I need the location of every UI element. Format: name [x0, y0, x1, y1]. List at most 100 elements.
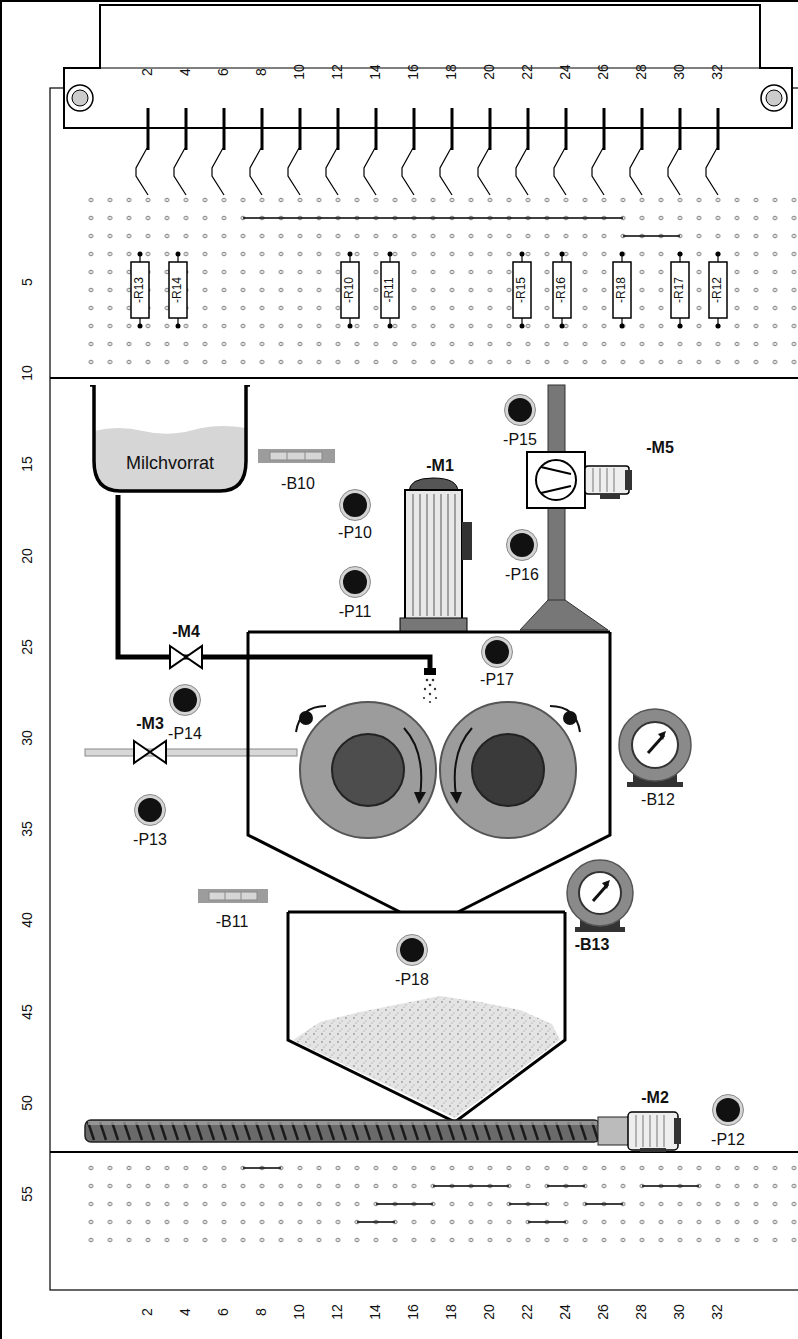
indicator-lamp [713, 1095, 744, 1126]
jumper-wire [243, 218, 699, 1222]
resistor-label: -R10 [343, 277, 356, 303]
pin-number: 4 [178, 1308, 193, 1316]
pin-number: 10 [292, 64, 307, 80]
header-pins [136, 108, 718, 195]
pin-number: 8 [254, 1308, 269, 1316]
lamp-label: -P17 [480, 671, 514, 689]
motor-symbol [462, 522, 472, 560]
roller [455, 728, 472, 796]
motor-symbol [454, 494, 456, 616]
screw-conveyor [628, 1112, 678, 1150]
pin-number: 32 [710, 1304, 725, 1320]
actuator-label: -M1 [426, 457, 454, 475]
fan-symbol [614, 468, 615, 492]
powder-bin [288, 912, 565, 1122]
sensor-bar [225, 892, 226, 900]
header-pins [592, 108, 604, 195]
pin-number: 22 [520, 1304, 535, 1320]
screw-conveyor [85, 1112, 681, 1152]
resistor-label: -R12 [711, 277, 724, 303]
pin-number: 24 [558, 64, 573, 80]
fan-symbol [536, 460, 576, 500]
fan-symbol [607, 468, 608, 492]
lamp-label: -P14 [168, 725, 202, 743]
pressure-gauge [579, 872, 621, 914]
board-frame [0, 0, 798, 2]
motor-symbol [400, 618, 467, 632]
pin-number: 6 [216, 68, 231, 76]
pin-number: 30 [672, 64, 687, 80]
fan-symbol [585, 466, 629, 494]
pin-number: 2 [140, 68, 155, 76]
tank-wall [90, 385, 250, 491]
sensor-bar [305, 452, 306, 460]
tank-label: Milchvorrat [88, 453, 252, 474]
screw-conveyor [674, 1118, 681, 1144]
row-number: 55 [20, 1186, 35, 1202]
pressure-gauge [602, 880, 610, 889]
resistor-symbol [131, 252, 727, 329]
jumper-wire [623, 235, 680, 237]
jumper-wire [642, 1185, 699, 1187]
sensor-bar [270, 452, 322, 460]
roller [299, 711, 313, 725]
fan-symbol [593, 468, 594, 492]
indicator-lamp [482, 637, 513, 668]
jumper-wire [376, 1203, 433, 1205]
board-frame [50, 377, 798, 379]
jumper-wire [433, 1185, 509, 1187]
connector-header [67, 85, 93, 111]
actuator-label: -M2 [641, 1089, 669, 1107]
header-pins [174, 108, 186, 195]
pin-number: 24 [558, 1304, 573, 1320]
sensor-label: -B10 [281, 475, 315, 493]
indicator-lamp [507, 530, 538, 561]
jumper-wire [243, 217, 623, 219]
sensor-bar [287, 452, 288, 460]
resistor-label: -R16 [555, 277, 568, 303]
steam-pipe [85, 749, 297, 756]
motor-symbol [433, 494, 435, 616]
pressure-gauge [619, 709, 691, 781]
lamp-label: -P16 [505, 566, 539, 584]
powder-bin [288, 911, 565, 914]
board-frame [50, 1151, 798, 1153]
row-number: 20 [20, 548, 35, 564]
screw-conveyor [640, 1148, 666, 1152]
connector-header [100, 68, 760, 69]
steam-pipe [85, 749, 297, 756]
pin-number: 28 [634, 1304, 649, 1320]
milk-pipe [423, 679, 437, 703]
pin-number: 26 [596, 1304, 611, 1320]
milk-pipe [118, 495, 437, 703]
milk-pipe [435, 697, 437, 699]
indicator-lamp [505, 395, 536, 426]
row-number: 15 [20, 457, 35, 473]
roller [440, 702, 576, 838]
resistor-symbol [709, 252, 727, 329]
indicator-lamp [340, 567, 371, 598]
fan-symbol [600, 468, 601, 492]
fan-symbol [625, 470, 632, 490]
valve-symbol [134, 646, 202, 763]
milk-pipe [118, 495, 430, 672]
roller [550, 706, 580, 732]
screw-conveyor [664, 1115, 665, 1147]
screw-conveyor [657, 1115, 658, 1147]
pin-number: 4 [178, 68, 193, 76]
jumper-wire [509, 1203, 547, 1205]
sensor-bar [198, 449, 335, 903]
pin-number: 20 [482, 1304, 497, 1320]
indicator-lamp [340, 490, 371, 521]
hopper [248, 631, 610, 634]
tank-outline [88, 385, 252, 497]
hopper [248, 632, 610, 912]
roller [300, 702, 436, 838]
resistor-label: -R15 [515, 277, 528, 303]
motor-symbol [413, 494, 455, 616]
milk-pipe [429, 684, 432, 687]
fan-symbol [527, 452, 632, 508]
screw-conveyor [643, 1115, 644, 1147]
milk-pipe [432, 679, 435, 682]
